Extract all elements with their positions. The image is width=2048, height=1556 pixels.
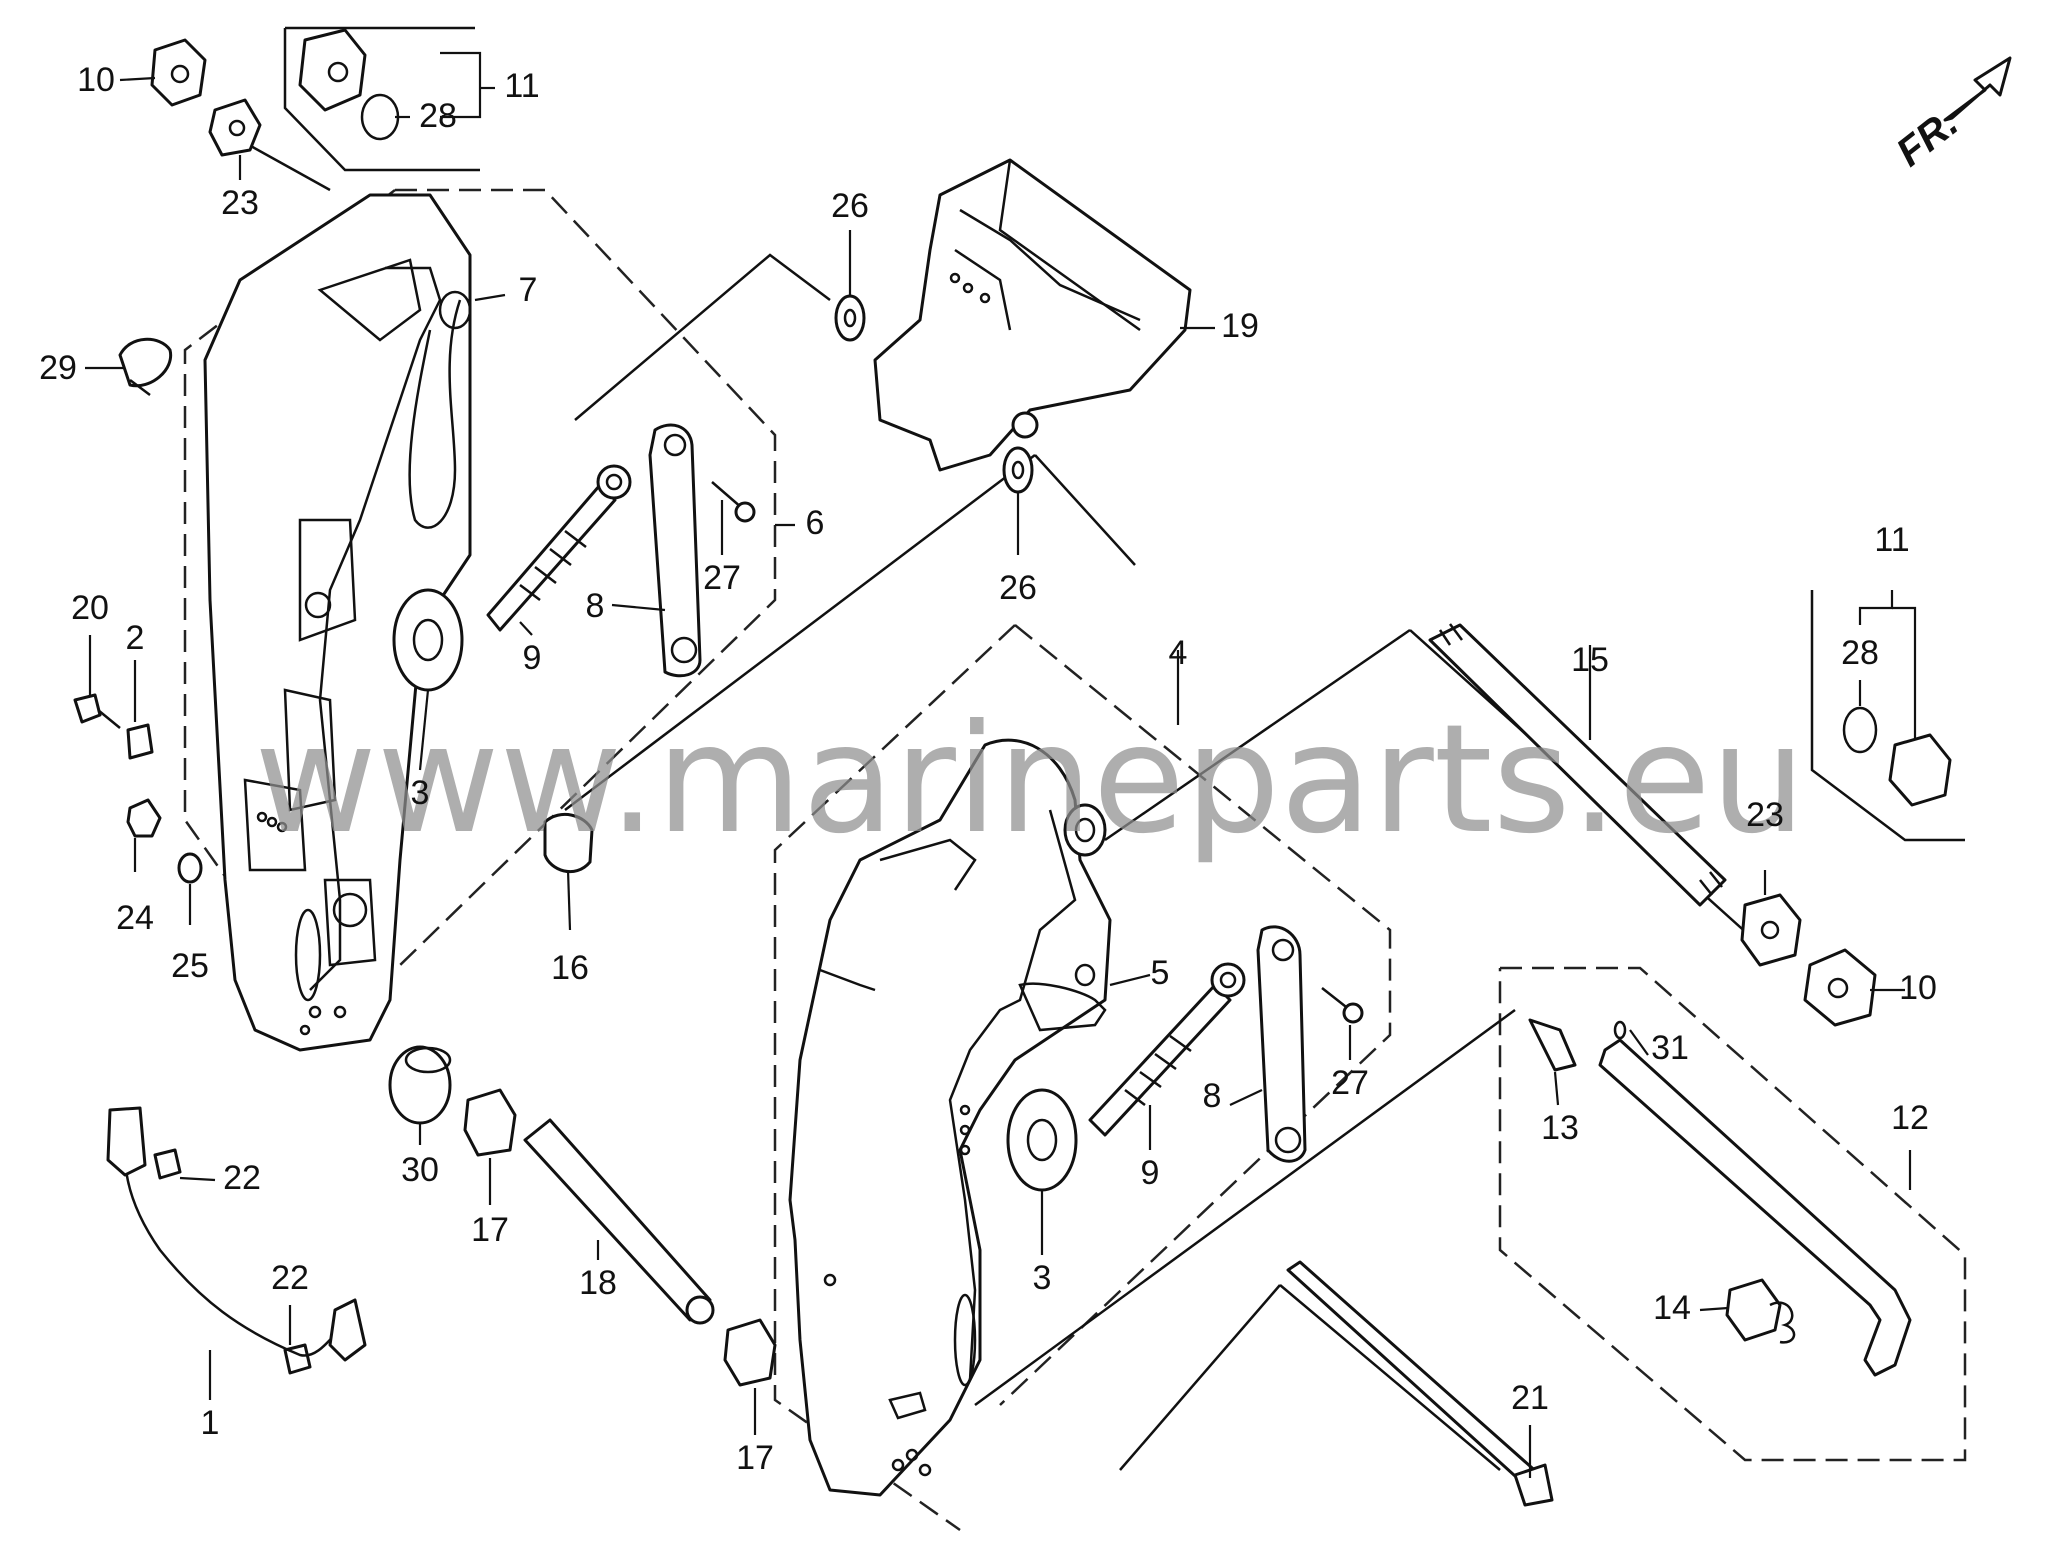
tubes-and-rods — [523, 623, 1727, 1507]
callout-30: 30 — [401, 1151, 439, 1189]
callout-9-right: 9 — [1141, 1154, 1160, 1192]
left-stern-bracket — [203, 193, 472, 1052]
callout-11-right: 11 — [1874, 521, 1909, 559]
callout-22-lower: 22 — [271, 1259, 309, 1297]
front-direction-indicator: FR. — [1888, 56, 2012, 175]
callout-8: 8 — [586, 587, 605, 625]
callout-28-right: 28 — [1841, 634, 1879, 672]
callout-6: 6 — [806, 504, 825, 542]
callout-15: 15 — [1571, 641, 1609, 679]
watermark: www.marineparts.eu — [254, 693, 1806, 867]
callout-28: 28 — [419, 97, 457, 135]
callout-26: 26 — [831, 187, 869, 225]
callout-31: 31 — [1651, 1029, 1689, 1067]
callout-3: 3 — [411, 774, 430, 812]
callout-1: 1 — [201, 1404, 220, 1442]
leader-lines — [85, 51, 1917, 1478]
callout-9: 9 — [523, 639, 542, 677]
callout-5: 5 — [1151, 954, 1170, 992]
tilt-links — [648, 423, 1307, 1163]
swivel-case-top — [873, 158, 1192, 472]
callout-20: 20 — [71, 589, 109, 627]
callout-29: 29 — [39, 349, 77, 387]
right-stern-bracket — [788, 738, 1112, 1497]
callout-14: 14 — [1653, 1289, 1691, 1327]
callout-11: 11 — [504, 67, 539, 105]
hardware — [73, 28, 1952, 1387]
callout-23-right: 23 — [1746, 796, 1784, 834]
callout-27-right: 27 — [1331, 1064, 1369, 1102]
thrust-screws — [486, 464, 1246, 1137]
callout-3-right: 3 — [1033, 1259, 1052, 1297]
callout-2: 2 — [126, 619, 145, 657]
callout-16: 16 — [551, 949, 589, 987]
callout-19: 19 — [1221, 307, 1259, 345]
callout-13: 13 — [1541, 1109, 1579, 1147]
callout-10-right: 10 — [1899, 969, 1937, 1007]
callout-labels: 10 23 11 28 29 7 20 2 24 25 3 9 8 27 6 1… — [39, 61, 1937, 1477]
callout-7: 7 — [519, 271, 538, 309]
arrow-icon — [1943, 56, 2012, 122]
callout-22: 22 — [223, 1159, 261, 1197]
callout-17: 17 — [471, 1211, 509, 1249]
callout-24: 24 — [116, 899, 154, 937]
callout-4: 4 — [1169, 634, 1188, 672]
callout-21: 21 — [1511, 1379, 1549, 1417]
callout-27: 27 — [703, 559, 741, 597]
callout-25: 25 — [171, 947, 209, 985]
callout-12: 12 — [1891, 1099, 1929, 1137]
callout-23: 23 — [221, 184, 259, 222]
callout-26-lower: 26 — [999, 569, 1037, 607]
callout-18: 18 — [579, 1264, 617, 1302]
callout-17-lower: 17 — [736, 1439, 774, 1477]
callout-10: 10 — [77, 61, 115, 99]
callout-8-right: 8 — [1203, 1077, 1222, 1115]
